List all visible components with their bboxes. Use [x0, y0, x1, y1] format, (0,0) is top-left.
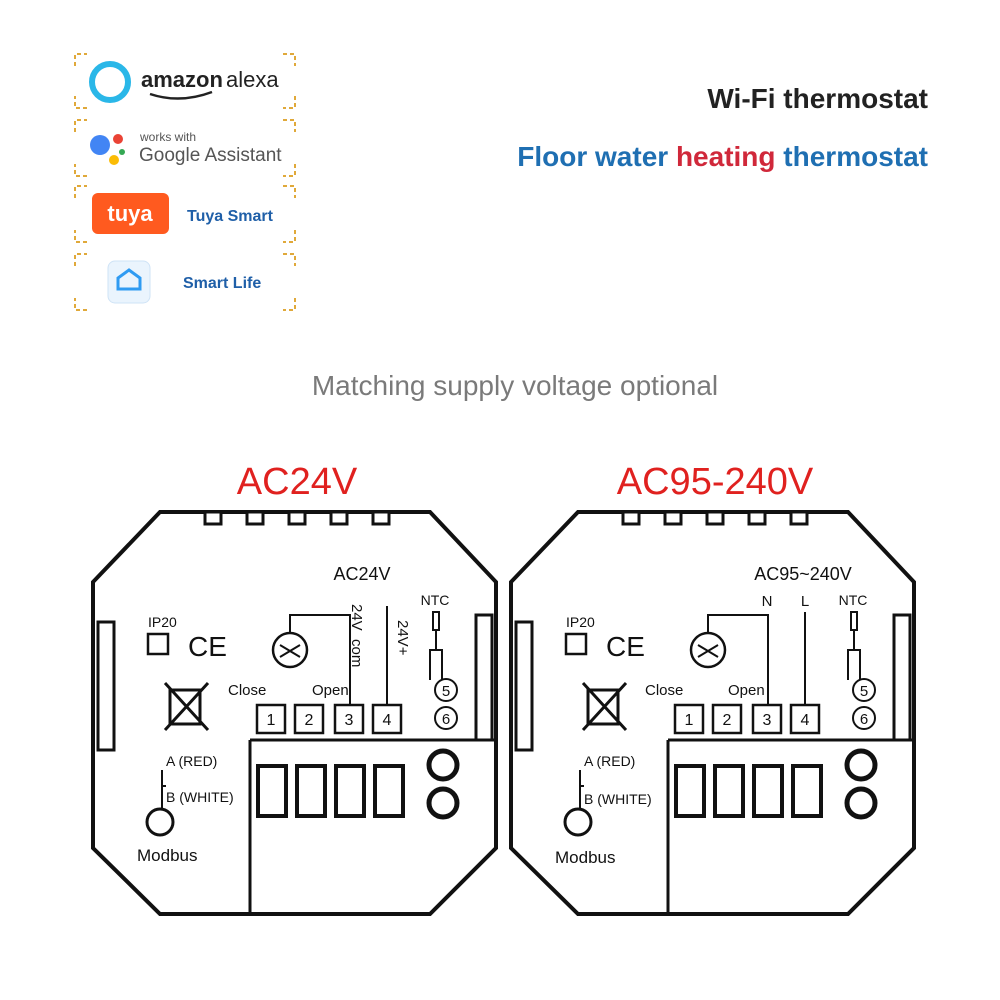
terminal-2: 2 — [305, 712, 314, 729]
smartlife-app-icon — [107, 260, 151, 304]
device-ac24v: AC24V AC24V IP20 CE Close Open 24V_com 2… — [91, 461, 498, 916]
ntc-sensor-icon — [847, 611, 861, 680]
side-clip-left — [96, 620, 116, 752]
tuya-badge-icon — [92, 193, 169, 234]
terminal-4: 4 — [801, 712, 810, 729]
bus-b-label: B (WHITE) — [166, 789, 234, 805]
bus-b-label: B (WHITE) — [584, 791, 652, 807]
google-tile: works with Google Assistant — [74, 119, 296, 177]
headline-floor: Floor water heating thermostat — [517, 141, 928, 172]
side-clip-right — [474, 613, 494, 742]
ip-rating: IP20 — [148, 614, 177, 630]
headline-wifi: Wi-Fi thermostat — [707, 83, 928, 114]
terminal-label-4: 24V+ — [394, 620, 411, 656]
logo-panel: amazon alexa works with Google Assistant… — [74, 53, 296, 311]
google-works-with: works with — [139, 130, 196, 144]
terminal-1: 1 — [685, 712, 694, 729]
ntc-label: NTC — [421, 592, 450, 608]
modbus-port-icon — [563, 807, 593, 837]
terminal-label-3: 24V_com — [348, 604, 365, 667]
terminal-1: 1 — [267, 712, 276, 729]
ce-mark: CE — [606, 631, 645, 662]
amazon-smile-icon — [149, 90, 213, 100]
terminal-label-4: L — [801, 593, 809, 610]
terminal-2: 2 — [723, 712, 732, 729]
headline-part-1: Floor water — [517, 141, 676, 172]
top-clips — [203, 510, 391, 526]
terminal-block — [255, 703, 403, 735]
headline-part-2: heating — [676, 141, 783, 172]
bus-label: Modbus — [137, 846, 197, 865]
weee-bin-icon — [581, 681, 628, 732]
top-clips — [621, 510, 809, 526]
house-icon — [116, 268, 142, 291]
valve-close-label: Close — [228, 682, 266, 699]
modbus-port-icon — [145, 807, 175, 837]
smartlife-tile: Smart Life — [74, 253, 296, 311]
bus-label: Modbus — [555, 848, 615, 867]
bus-a-label: A (RED) — [166, 753, 217, 769]
terminal-3: 3 — [763, 712, 772, 729]
alexa-brand: amazon — [141, 67, 223, 92]
ntc-terminal-6: 6 — [860, 711, 868, 728]
side-clip-right — [892, 613, 912, 742]
weee-bin-icon — [163, 681, 210, 732]
screw-terminals — [674, 764, 823, 818]
alexa-ring-icon — [89, 61, 131, 103]
square-symbol-icon — [564, 632, 588, 656]
google-assistant-dots-icon — [90, 134, 125, 165]
tuya-tile: tuya Tuya Smart — [74, 185, 296, 243]
subtitle: Matching supply voltage optional — [312, 370, 718, 401]
valve-open-label: Open — [312, 682, 349, 699]
ntc-terminal-5: 5 — [860, 683, 868, 700]
ntc-sensor-icon — [429, 611, 443, 680]
valve-close-label: Close — [645, 682, 683, 699]
tuya-name: Tuya Smart — [187, 208, 274, 225]
ip-rating: IP20 — [566, 614, 595, 630]
screw-terminals — [256, 764, 405, 818]
alexa-product: alexa — [226, 67, 279, 92]
square-symbol-icon — [146, 632, 170, 656]
voltage-label: AC95~240V — [754, 564, 852, 584]
side-clip-left — [514, 620, 534, 752]
terminal-block — [673, 703, 821, 735]
google-name: Google Assistant — [139, 145, 282, 166]
ntc-terminal-6: 6 — [442, 711, 450, 728]
terminal-3: 3 — [345, 712, 354, 729]
tuya-badge-text: tuya — [107, 201, 153, 226]
ntc-label: NTC — [839, 592, 868, 608]
terminal-4: 4 — [383, 712, 392, 729]
smartlife-name: Smart Life — [183, 275, 261, 292]
ntc-terminal-5: 5 — [442, 683, 450, 700]
device-ac95-240v: AC95-240V AC95~240V IP20 CE Close Open N… — [509, 461, 916, 916]
bus-a-label: A (RED) — [584, 753, 635, 769]
alexa-tile: amazon alexa — [74, 53, 296, 109]
voltage-label: AC24V — [333, 564, 390, 584]
terminal-label-3: N — [762, 593, 773, 610]
device-title: AC24V — [237, 461, 358, 503]
headline-part-3: thermostat — [783, 141, 928, 172]
valve-open-label: Open — [728, 682, 765, 699]
ce-mark: CE — [188, 631, 227, 662]
device-title: AC95-240V — [617, 461, 814, 503]
